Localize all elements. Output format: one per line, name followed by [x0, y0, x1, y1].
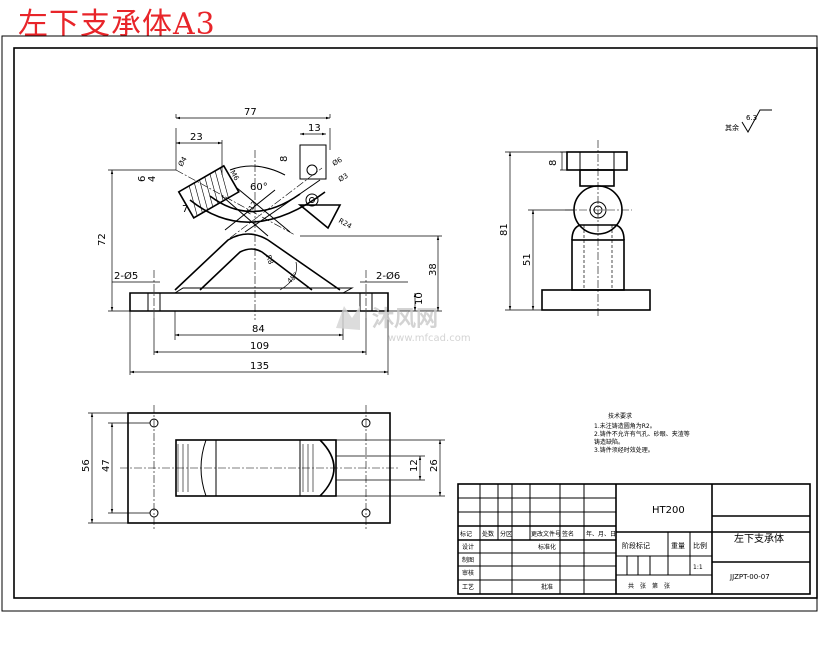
- dim-13: 13: [308, 123, 321, 134]
- svg-text:2.铸件不允许有气孔、砂眼、夹渣等: 2.铸件不允许有气孔、砂眼、夹渣等: [594, 430, 690, 438]
- svg-text:分区: 分区: [500, 530, 512, 538]
- inner-frame: [13, 47, 818, 599]
- dim-m6: M6: [228, 169, 240, 183]
- svg-text:更改文件号: 更改文件号: [531, 530, 561, 538]
- svg-text:3.铸件须经时效处理。: 3.铸件须经时效处理。: [594, 446, 654, 454]
- dim-10: 10: [414, 292, 425, 305]
- svg-text:比例: 比例: [693, 541, 707, 550]
- dim-8a: 8: [279, 156, 290, 162]
- dim-phi4: Ø4: [177, 155, 189, 168]
- svg-text:6.3: 6.3: [746, 114, 757, 122]
- dim-7: 7: [182, 204, 188, 215]
- svg-text:铸造缺陷。: 铸造缺陷。: [594, 438, 624, 446]
- technical-requirements: 技术要求 1.未注铸造圆角为R2。 2.铸件不允许有气孔、砂眼、夹渣等 铸造缺陷…: [594, 412, 690, 454]
- svg-text:标记: 标记: [460, 530, 472, 538]
- scale-text: 1:1: [693, 564, 703, 571]
- watermark-brand: 沐风网: [372, 307, 438, 332]
- hole-2phi6: 2-Ø6: [376, 270, 400, 282]
- svg-text:批准: 批准: [541, 583, 553, 591]
- dim-r24: R24: [337, 217, 353, 231]
- dim-45deg: 45°: [286, 271, 300, 285]
- dim-51: 51: [522, 253, 533, 266]
- dim-r8: R8: [264, 254, 275, 266]
- side-view: 81 51 8: [499, 140, 651, 318]
- part-name: 左下支承体: [734, 532, 784, 545]
- svg-text:重量: 重量: [671, 542, 685, 550]
- svg-text:工艺: 工艺: [462, 583, 474, 591]
- svg-text:共 张 第 张: 共 张 第 张: [628, 582, 670, 590]
- dim-phi3: Ø3: [337, 172, 350, 184]
- svg-text:其余: 其余: [725, 123, 739, 132]
- top-view: 56 47 12 26: [81, 405, 445, 530]
- watermark-url: www.mfcad.com: [388, 333, 471, 344]
- svg-text:签名: 签名: [562, 530, 574, 538]
- svg-text:制图: 制图: [462, 556, 474, 564]
- dim-12: 12: [409, 459, 420, 472]
- dim-8b: 8: [548, 160, 559, 166]
- hole-2phi5: 2-Ø5: [114, 270, 138, 282]
- dim-r12: R12: [245, 200, 259, 216]
- dim-47: 47: [101, 459, 112, 472]
- dim-135: 135: [250, 361, 269, 372]
- roughness-symbol: 其余 6.3: [725, 109, 772, 134]
- dim-phi6: Ø6: [331, 156, 344, 168]
- material-text: HT200: [652, 505, 685, 516]
- svg-text:标准化: 标准化: [538, 543, 556, 551]
- drawing-number: JJZPT-00-07: [729, 573, 770, 581]
- dim-77: 77: [244, 107, 257, 118]
- dim-38: 38: [428, 263, 439, 276]
- dim-4: 4: [147, 176, 158, 182]
- svg-text:阶段标记: 阶段标记: [622, 541, 650, 550]
- title-block: 标记 处数 分区 更改文件号 签名 年、月、日 设计 制图 审核 工艺 标准化 …: [457, 483, 811, 595]
- front-view: 77 23 13 8 4 6 7 Ø4 M6 Ø6 Ø3 60° R12 R24…: [97, 107, 442, 375]
- dim-26: 26: [429, 459, 440, 472]
- svg-text:审核: 审核: [462, 569, 474, 577]
- dim-81: 81: [499, 223, 510, 236]
- dim-72: 72: [97, 233, 108, 246]
- dim-109: 109: [250, 341, 269, 352]
- svg-text:年、月、日: 年、月、日: [586, 530, 616, 538]
- watermark: 沐风网 www.mfcad.com: [336, 306, 471, 344]
- svg-text:设计: 设计: [462, 543, 474, 551]
- dim-60deg: 60°: [250, 182, 268, 193]
- dim-23: 23: [190, 132, 203, 143]
- svg-text:技术要求: 技术要求: [608, 412, 632, 420]
- dim-6: 6: [137, 176, 148, 182]
- dim-56: 56: [81, 459, 92, 472]
- dim-84: 84: [252, 324, 265, 335]
- svg-text:处数: 处数: [482, 530, 494, 538]
- svg-text:1.未注铸造圆角为R2。: 1.未注铸造圆角为R2。: [594, 422, 656, 430]
